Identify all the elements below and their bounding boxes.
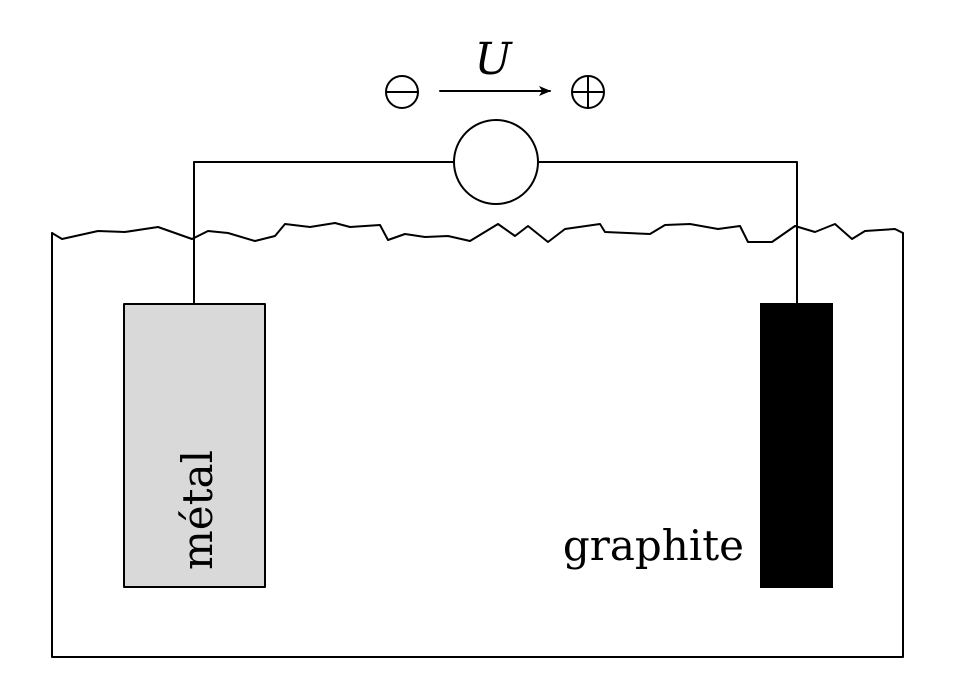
graphite-label: graphite [563, 521, 744, 570]
liquid-surface [51, 222, 904, 243]
voltage-label: U [474, 34, 513, 85]
metal-label: métal [173, 450, 222, 570]
wire-left [193, 161, 455, 305]
metal-electrode [123, 303, 266, 588]
voltage-source [453, 119, 539, 205]
graphite-electrode [760, 303, 833, 588]
wire-right [537, 161, 798, 305]
plus-symbol [571, 75, 605, 109]
minus-symbol [385, 75, 419, 109]
tank-outline [51, 232, 904, 658]
